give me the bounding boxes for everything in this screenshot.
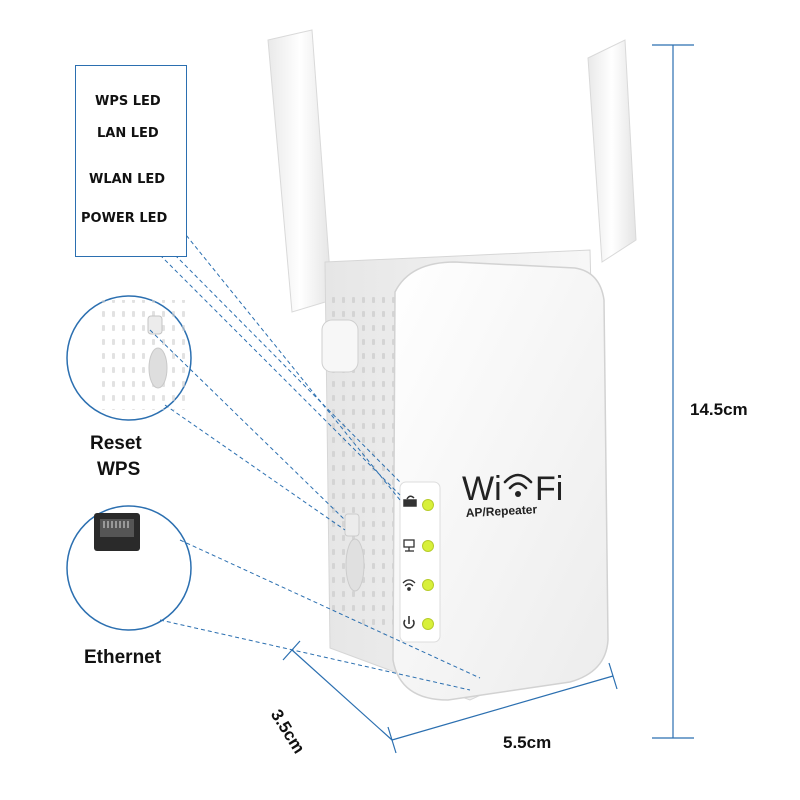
wps-led bbox=[422, 499, 434, 511]
ethernet-callout bbox=[66, 505, 192, 631]
model-text: AP/Repeater bbox=[465, 502, 537, 520]
left-antenna bbox=[267, 29, 333, 313]
antenna-hinge bbox=[321, 319, 359, 373]
wps-button-zoom bbox=[147, 315, 163, 335]
height-value: 14.5cm bbox=[690, 400, 748, 419]
wps-label: WPS bbox=[97, 459, 141, 480]
led-panel bbox=[399, 481, 441, 643]
wlan-led bbox=[422, 579, 434, 591]
lan-led-label: LAN LED bbox=[97, 126, 159, 141]
led-legend-box bbox=[75, 65, 187, 257]
wps-led-label: WPS LED bbox=[95, 94, 161, 109]
power-led-label: POWER LED bbox=[81, 211, 168, 226]
wlan-led-label: WLAN LED bbox=[89, 172, 166, 187]
leader-lines bbox=[149, 229, 481, 691]
side-port bbox=[345, 538, 365, 592]
reset-label: Reset bbox=[90, 433, 142, 454]
reset-hole-zoom bbox=[148, 347, 168, 389]
brand-right: Fi bbox=[535, 470, 563, 508]
wifi-logo-icon bbox=[503, 473, 533, 497]
wifi-icon bbox=[402, 579, 416, 591]
power-led bbox=[422, 618, 434, 630]
lan-led bbox=[422, 540, 434, 552]
brand-left: Wi bbox=[462, 470, 502, 508]
repeater-device: Wi Fi AP/Repeater bbox=[321, 249, 609, 701]
wps-icon bbox=[403, 495, 417, 507]
height-dimension bbox=[652, 44, 694, 739]
ethernet-label: Ethernet bbox=[84, 647, 162, 668]
side-button bbox=[344, 513, 360, 537]
reset-wps-callout bbox=[66, 295, 192, 421]
depth-dimension bbox=[282, 640, 393, 741]
power-icon bbox=[403, 616, 415, 629]
width-value: 5.5cm bbox=[503, 733, 552, 752]
right-antenna bbox=[587, 39, 637, 263]
lan-icon bbox=[403, 539, 415, 552]
